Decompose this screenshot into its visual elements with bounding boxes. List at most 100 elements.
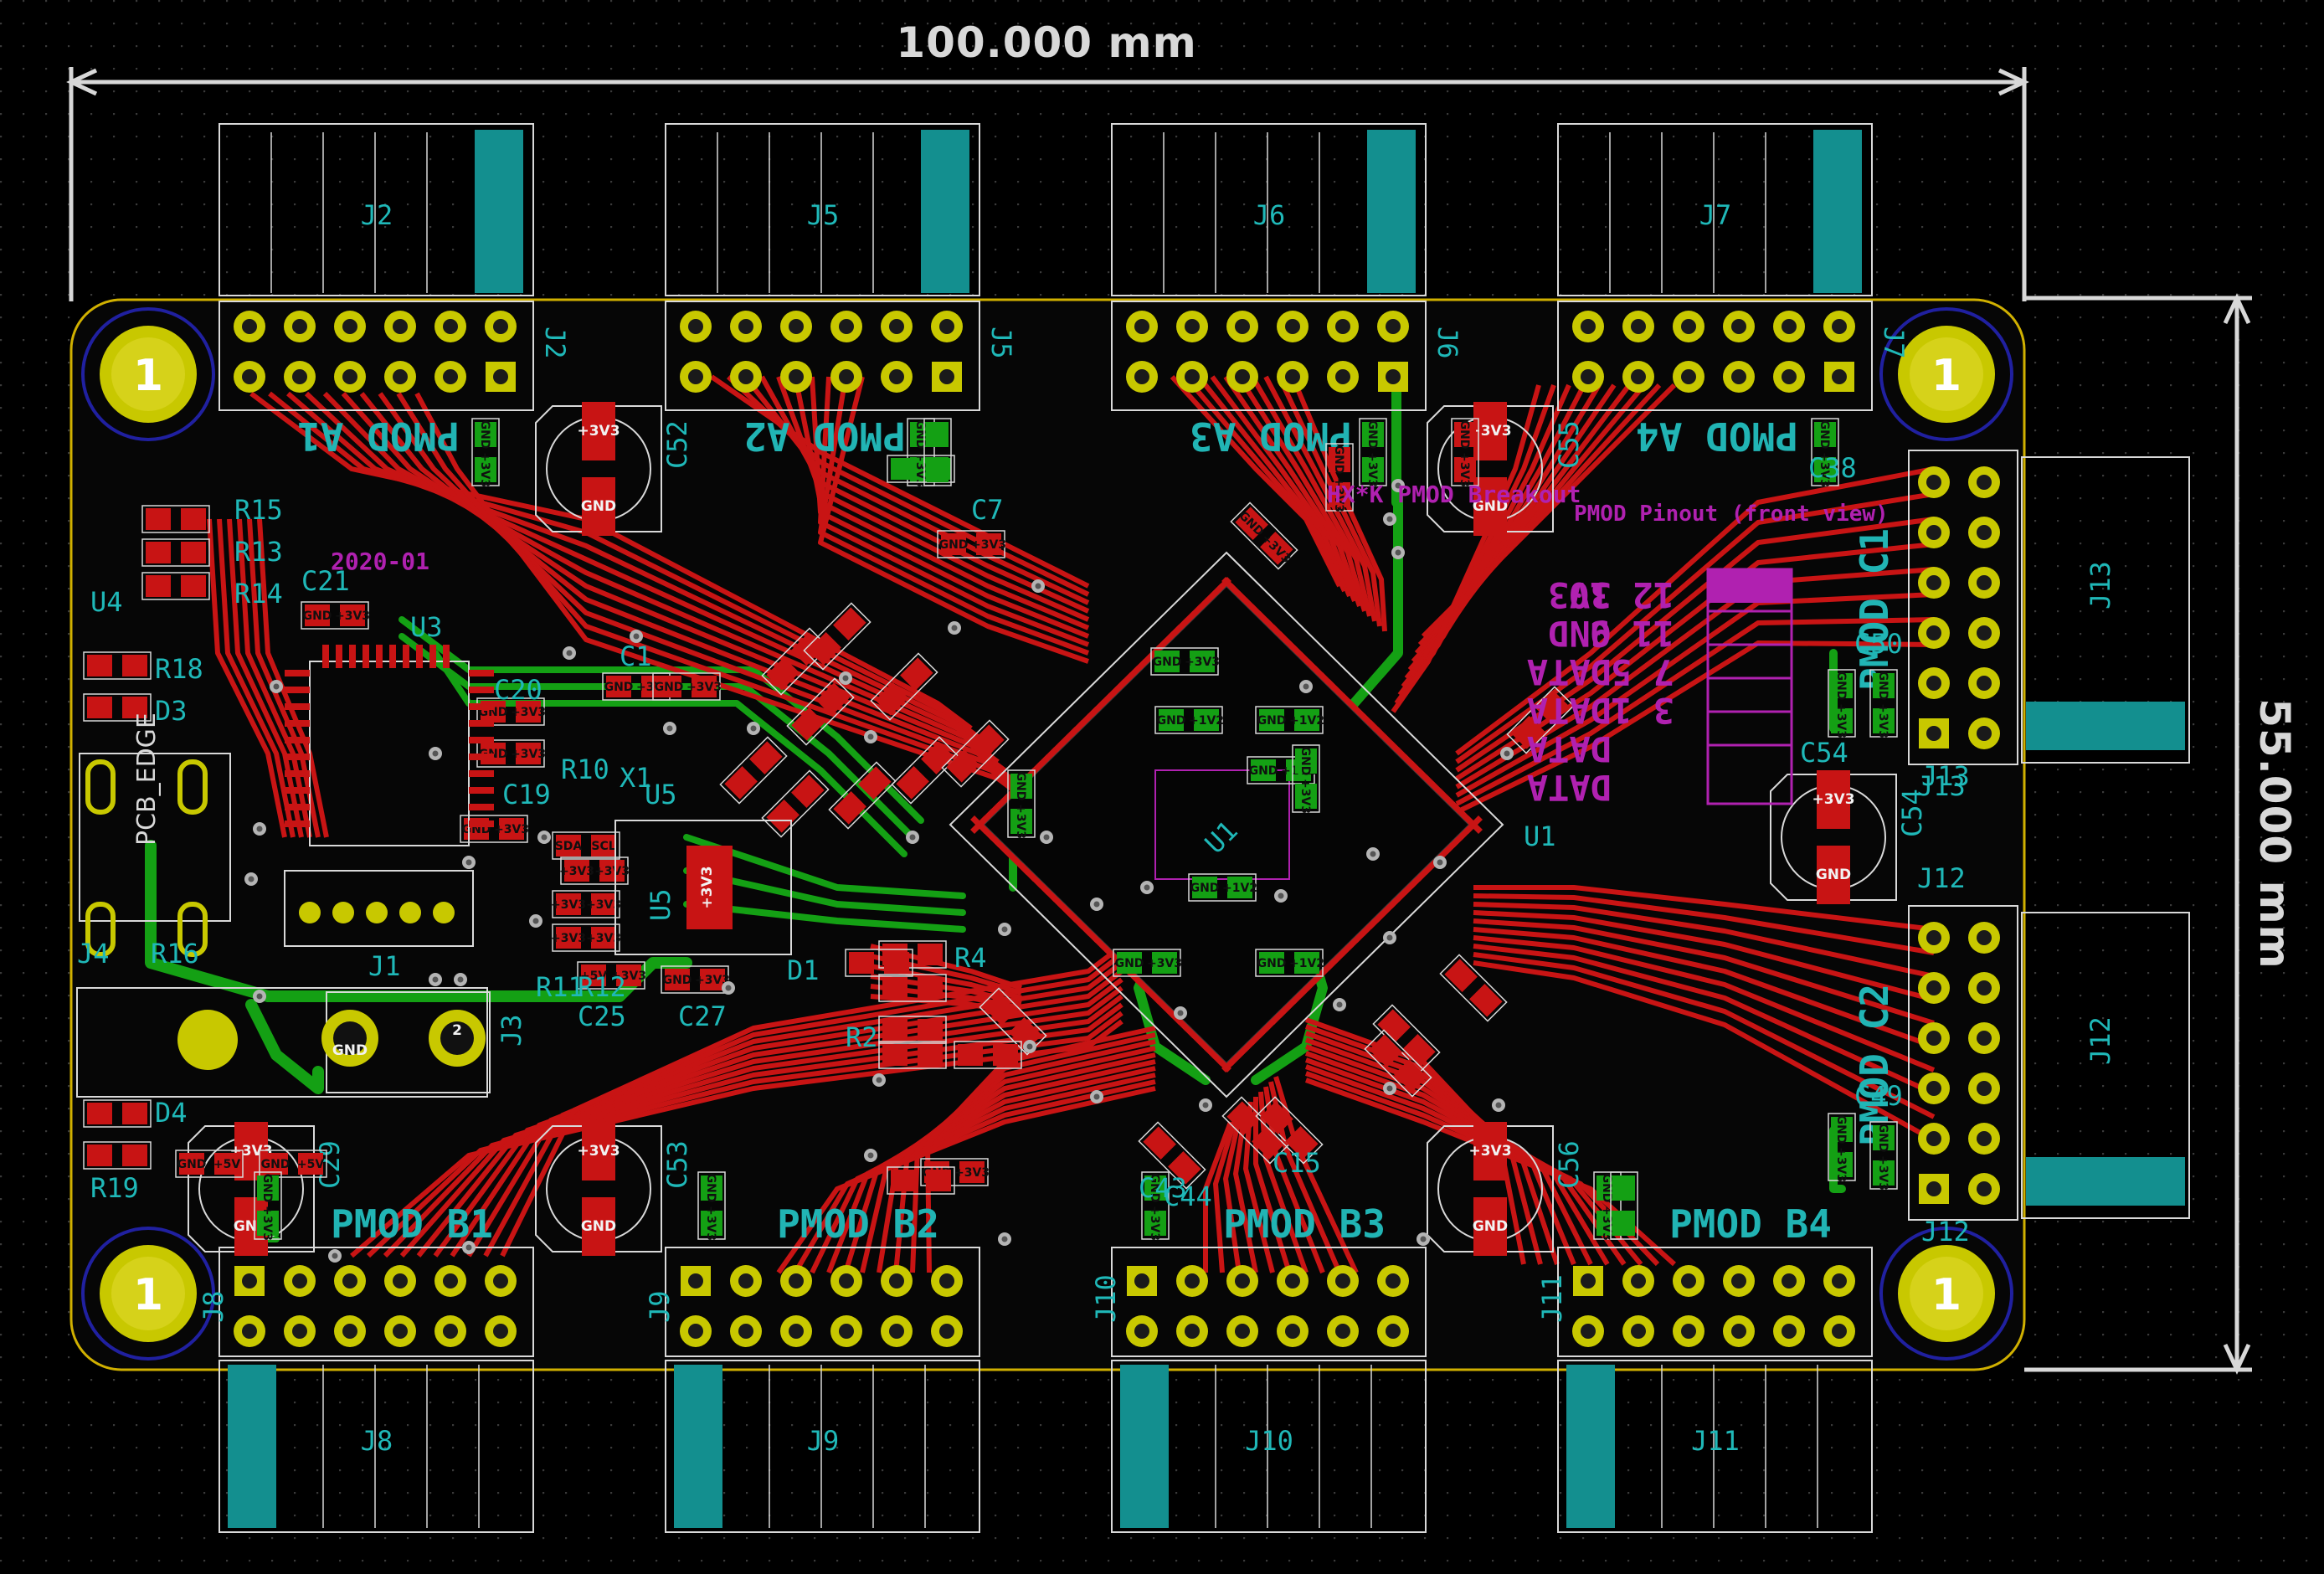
smd-part[interactable] <box>954 1041 1022 1069</box>
smd-part[interactable]: +3V3+3V3 <box>551 923 621 952</box>
smd-part[interactable]: GND+3V3 <box>1828 669 1856 738</box>
smd-part[interactable]: GND+3V3 <box>1150 647 1220 676</box>
svg-text:DATA: DATA <box>1527 767 1612 808</box>
smd-part[interactable] <box>141 572 210 600</box>
smd-part[interactable]: GND+3V3 <box>471 418 500 487</box>
smd-part[interactable]: GND+1V2 <box>1154 706 1224 734</box>
svg-text:GND: GND <box>1148 1174 1161 1203</box>
power-jack-j3[interactable]: GND 2 J3 <box>76 987 527 1098</box>
smd-part[interactable] <box>845 949 913 977</box>
svg-text:+3V3: +3V3 <box>551 898 586 912</box>
smd-part[interactable]: GND+3V3 <box>476 697 546 726</box>
smd-part[interactable] <box>1221 1096 1290 1165</box>
svg-text:1: 1 <box>1931 351 1962 401</box>
smd-part[interactable] <box>83 693 152 722</box>
smd-part[interactable] <box>878 1041 947 1069</box>
smd-part[interactable] <box>923 418 952 486</box>
smd-part[interactable]: +5V+3V3 <box>577 961 646 990</box>
smd-part[interactable]: GND+5V <box>259 1150 327 1178</box>
smd-part[interactable]: GND+3V3 <box>652 672 722 701</box>
height-dimension-label: 55.000 mm <box>2250 698 2299 970</box>
smd-part[interactable]: GND+3V3 <box>1141 1171 1170 1241</box>
smd-part[interactable] <box>878 1016 947 1044</box>
mounting-hole-top-right[interactable]: 1 <box>1879 307 2013 441</box>
u1-fpga-package[interactable]: U1 U1 <box>949 551 1556 1098</box>
smd-part[interactable] <box>887 1166 955 1195</box>
mounting-hole-bottom-right[interactable]: 1 <box>1879 1227 2013 1361</box>
smd-part[interactable]: GND+3V3 <box>1325 443 1354 512</box>
smd-part[interactable]: GND+3V3 <box>1451 418 1479 487</box>
smd-part[interactable]: GND+3V3 <box>1869 669 1898 738</box>
smd-part[interactable]: GND+3V3 <box>254 1171 282 1241</box>
svg-text:J10: J10 <box>1090 1274 1122 1323</box>
smd-part[interactable]: +3V3+3V3 <box>559 856 630 885</box>
mounting-hole-top-left[interactable]: 1 <box>81 307 215 441</box>
smd-part[interactable]: GND+3V3 <box>1811 418 1839 487</box>
smd-part[interactable] <box>1255 1096 1324 1165</box>
mounting-holes: 1 1 1 1 <box>81 307 2013 1361</box>
smd-part[interactable] <box>761 627 830 696</box>
svg-text:J3: J3 <box>496 1014 527 1047</box>
svg-text:GND: GND <box>939 538 969 552</box>
smd-part[interactable]: GND+1V2 <box>1255 706 1324 734</box>
smd-part[interactable] <box>891 736 959 805</box>
mounting-hole-bottom-left[interactable]: 1 <box>81 1227 215 1361</box>
smd-part[interactable]: GND+3V3 <box>697 1171 726 1241</box>
smd-part[interactable] <box>1610 1171 1638 1240</box>
smd-part[interactable]: GND+3V3 <box>1292 744 1320 814</box>
usb-connector-j4[interactable]: PCB_EDGE J4 <box>77 712 231 970</box>
smd-part[interactable] <box>1364 1029 1432 1098</box>
smd-part[interactable]: GND+3V3 <box>1359 418 1387 487</box>
smd-part[interactable] <box>83 651 152 680</box>
smd-part[interactable] <box>1439 954 1508 1022</box>
smd-part[interactable]: GND+3V3 <box>1828 1113 1856 1182</box>
chip-u5[interactable]: +3V3 U5 <box>614 820 792 955</box>
smd-part[interactable] <box>141 538 210 567</box>
smd-part[interactable] <box>83 1099 152 1128</box>
smd-part[interactable]: GND+3V3 <box>937 530 1006 558</box>
smd-part[interactable] <box>761 769 830 838</box>
pcb-edge-label: PCB_EDGE <box>132 712 162 846</box>
smd-part[interactable] <box>803 602 872 671</box>
smd-part[interactable]: GND+5V <box>175 1150 244 1178</box>
smd-part[interactable] <box>83 1141 152 1170</box>
smd-part[interactable]: +3V3+3V3 <box>551 890 621 918</box>
smd-part[interactable] <box>828 761 897 830</box>
smd-part[interactable]: GND+3V3 <box>1869 1121 1898 1191</box>
smd-part[interactable]: GND+3V3 <box>301 601 370 630</box>
smd-part[interactable]: GND+1V2 <box>1255 949 1324 977</box>
header-j1[interactable]: J1 <box>284 870 474 982</box>
smd-part[interactable] <box>786 677 855 746</box>
smd-part[interactable]: GND+3V3 <box>661 965 730 994</box>
smd-part[interactable]: GND+3V3 <box>1593 1171 1622 1241</box>
chip-u3[interactable]: U3 <box>285 611 494 846</box>
smd-part[interactable] <box>941 719 1010 788</box>
smd-part[interactable] <box>719 736 788 805</box>
smd-part[interactable] <box>1506 686 1575 754</box>
smd-part[interactable]: GND+3V3 <box>1113 949 1182 977</box>
smd-part[interactable]: GND+1V2 <box>1188 873 1257 902</box>
smd-part[interactable] <box>1138 1121 1206 1190</box>
smd-part[interactable] <box>870 652 938 721</box>
smd-part[interactable]: GND+3V3 <box>1007 769 1036 839</box>
smd-part[interactable] <box>141 505 210 533</box>
